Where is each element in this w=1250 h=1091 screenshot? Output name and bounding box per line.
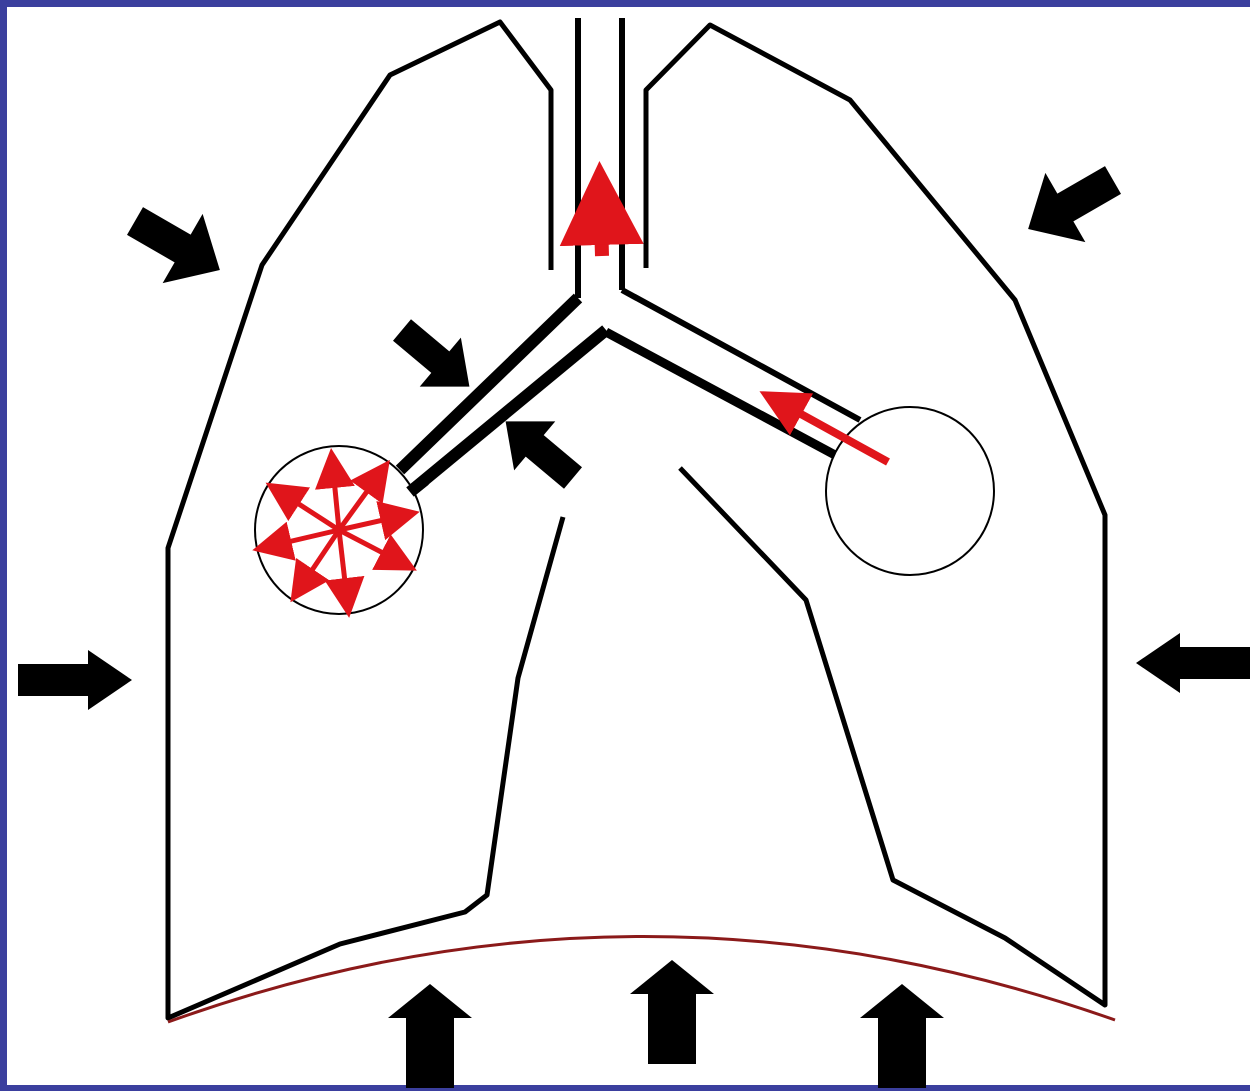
pressure-arrow-bottom-center-icon (630, 960, 714, 1064)
trachea-airflow-arrow (600, 182, 602, 256)
pressure-arrow-upper-right-icon (1008, 145, 1133, 263)
pressure-arrow-left-icon (18, 650, 132, 710)
pressure-arrow-upper-left-icon (115, 186, 240, 304)
diaphragm-curve (168, 936, 1115, 1022)
right-bronchus-lower-wall (606, 332, 835, 455)
pressure-arrow-right-icon (1136, 633, 1250, 693)
pressure-arrow-bottom-right-icon (860, 984, 944, 1088)
pressure-arrow-bottom-left-icon (388, 984, 472, 1088)
right-alveolus (826, 407, 994, 575)
